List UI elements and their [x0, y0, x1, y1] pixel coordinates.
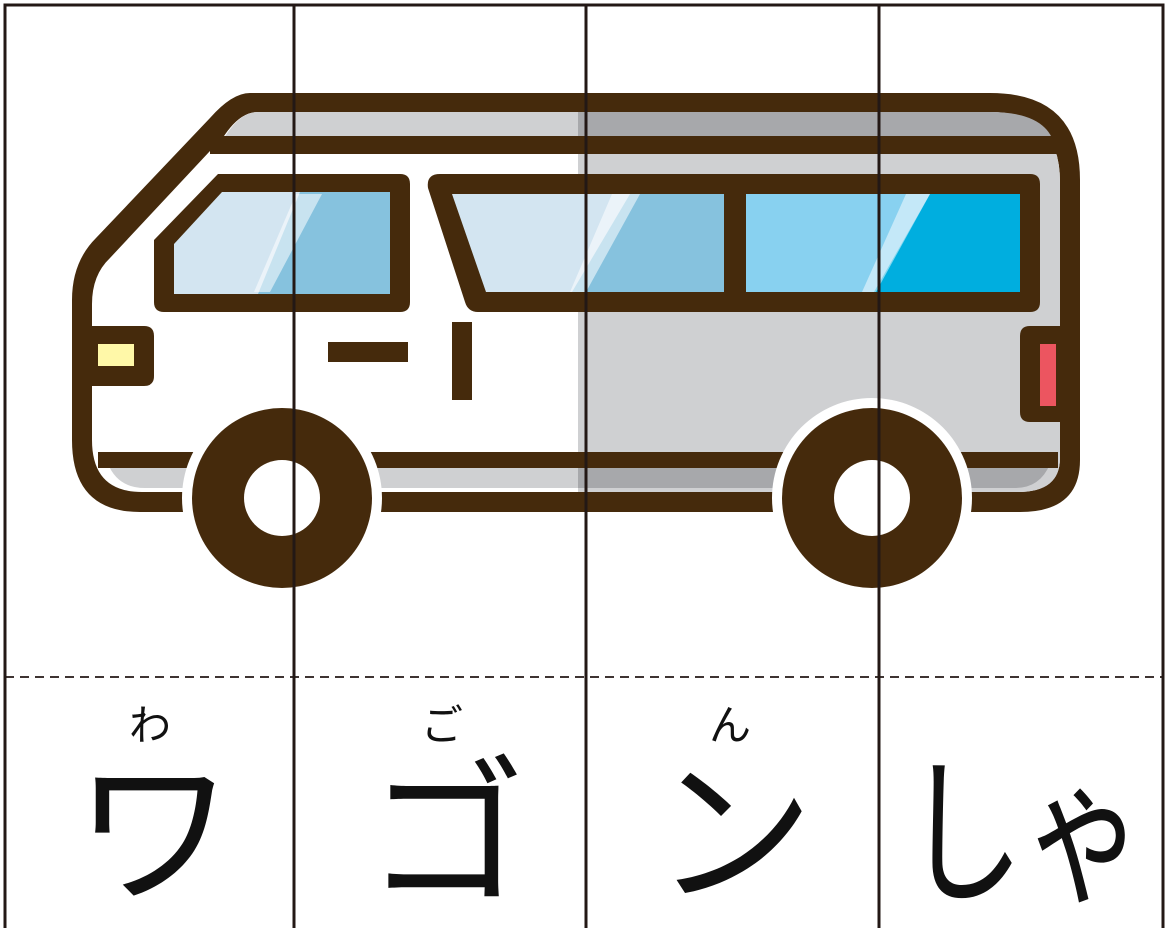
- kana-row: わ ワ ご ゴ ん ン しゃ: [74, 701, 1144, 928]
- ruby-text: ん: [709, 701, 751, 750]
- card-border: [3, 3, 1165, 928]
- van-roof-line: [210, 136, 1060, 154]
- van-front-wheel: [182, 398, 382, 598]
- kana-text: ワ: [74, 741, 234, 928]
- ruby-text: ご: [421, 701, 463, 750]
- kana-text: ゴ: [366, 741, 526, 928]
- van-door-seam: [452, 322, 472, 400]
- van-rear-wheel: [772, 398, 972, 598]
- van-front-window-highlight: [254, 194, 322, 292]
- van-taillight: [1040, 344, 1056, 406]
- puzzle-grid: [3, 3, 1165, 928]
- kana-text: しゃ: [904, 741, 1144, 928]
- van-middle-window-shade: [572, 194, 724, 292]
- kana-text: ン: [654, 741, 814, 928]
- van-roof-strip: [224, 112, 578, 138]
- van-illustration: [72, 93, 1080, 598]
- van-headlight: [98, 344, 134, 366]
- van-rear-window-deep: [874, 194, 1020, 292]
- van-roof-strip-dark: [578, 112, 1052, 138]
- ruby-text: わ: [129, 701, 171, 750]
- van-door-handle: [328, 342, 408, 362]
